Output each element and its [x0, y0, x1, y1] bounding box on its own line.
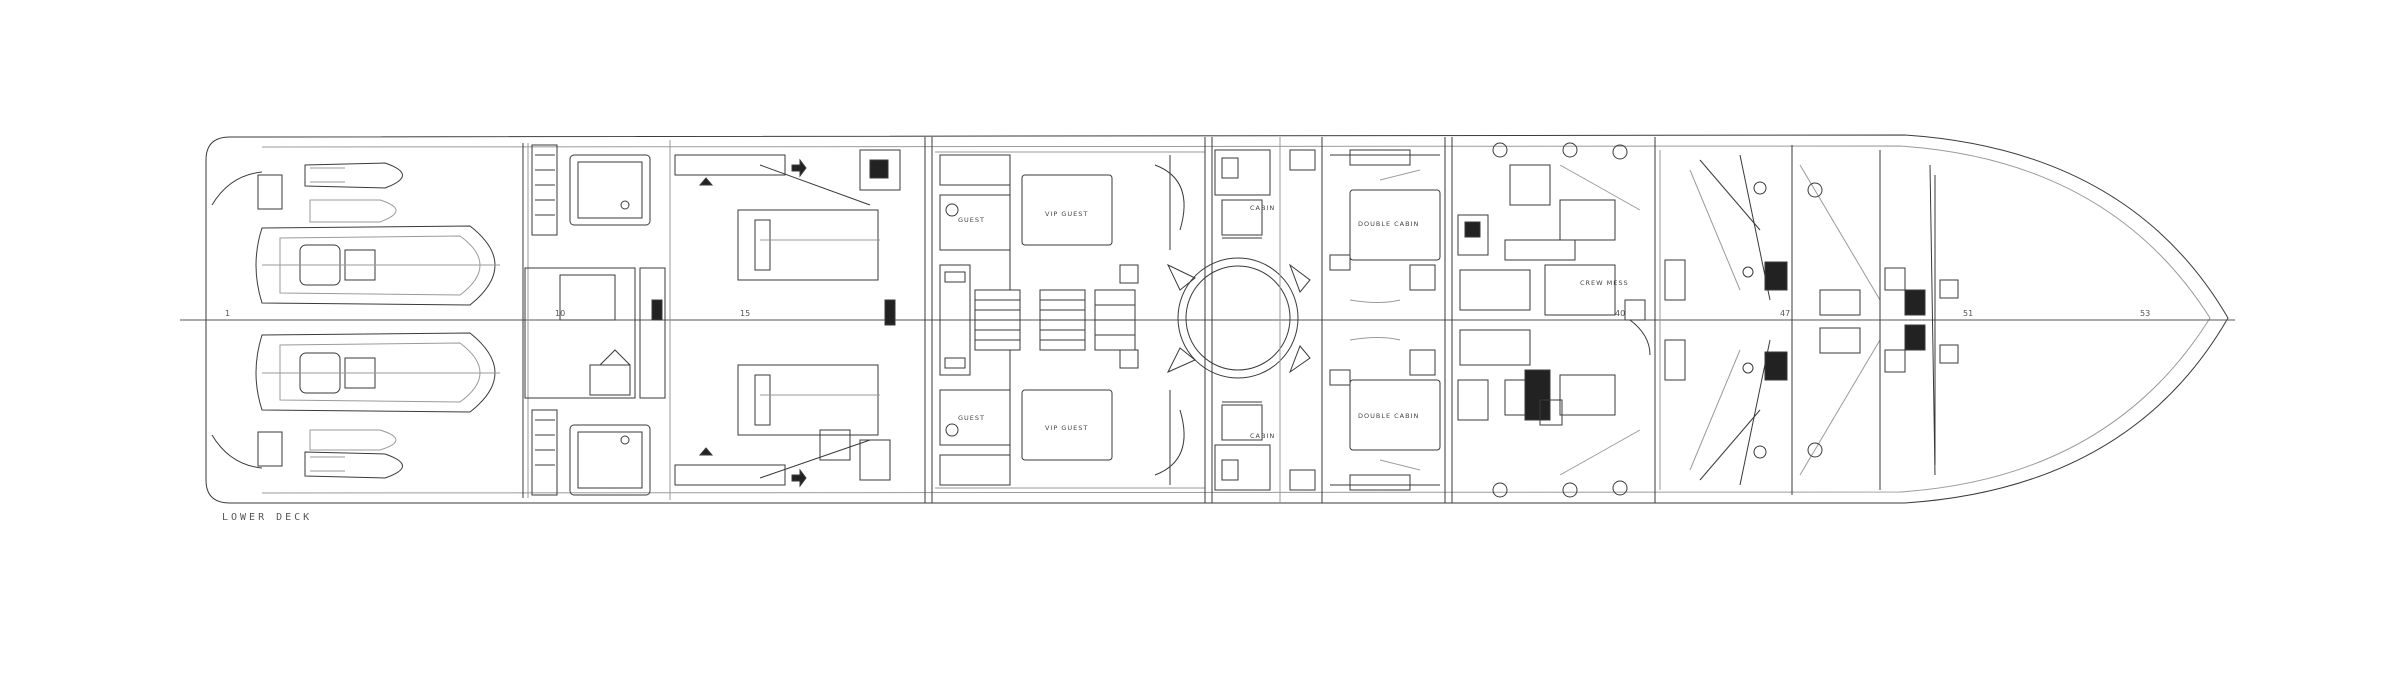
machinery-compartment: [674, 149, 901, 488]
room-label-guest-port: VIP GUEST: [1045, 210, 1088, 218]
room-labels: VIP GUEST VIP GUEST DOUBLE CABIN DOUBLE …: [958, 204, 1629, 440]
stern-step-upper: [257, 174, 283, 210]
frame-label: 40: [1615, 309, 1625, 318]
room-label-double-stbd: DOUBLE CABIN: [1358, 412, 1419, 420]
frame-label: 10: [555, 309, 565, 318]
room-label-cabin-port: CABIN: [1250, 204, 1275, 212]
frame-markers: 1 10 15 40 47 51 53: [225, 309, 2150, 318]
guest-cabins: [935, 151, 1205, 489]
room-label-guest-small-port: GUEST: [958, 216, 985, 224]
hull-outline: [205, 134, 2229, 504]
tender-small-upper: [304, 162, 403, 223]
room-label-guest-stbd: VIP GUEST: [1045, 424, 1088, 432]
rib-tender-upper: [255, 225, 500, 306]
room-label-guest-small-stbd: GUEST: [958, 414, 985, 422]
heads-mid: [1214, 149, 1316, 491]
stern-curve-upper: [211, 171, 263, 206]
tender-small-lower: [304, 429, 403, 479]
room-label-double-port: DOUBLE CABIN: [1358, 220, 1419, 228]
engine-room: [524, 140, 671, 500]
rib-tender-lower: [255, 332, 500, 413]
frame-label: 53: [2140, 309, 2150, 318]
stern-curve-lower: [211, 434, 263, 469]
deck-label: LOWER DECK: [222, 512, 313, 523]
forward-cabins: [1659, 145, 1959, 495]
stern-step-lower: [257, 431, 283, 467]
room-label-crew-mess: CREW MESS: [1580, 279, 1629, 287]
crew-area: [1457, 142, 1651, 498]
frame-label: 51: [1963, 309, 1973, 318]
frame-label: 1: [225, 309, 230, 318]
frame-label: 47: [1780, 309, 1790, 318]
room-label-cabin-stbd: CABIN: [1250, 432, 1275, 440]
hull-inner-outline: [261, 145, 2211, 494]
double-cabins: [1329, 149, 1441, 491]
central-lobby: [1166, 137, 1311, 503]
frame-label: 15: [740, 309, 750, 318]
